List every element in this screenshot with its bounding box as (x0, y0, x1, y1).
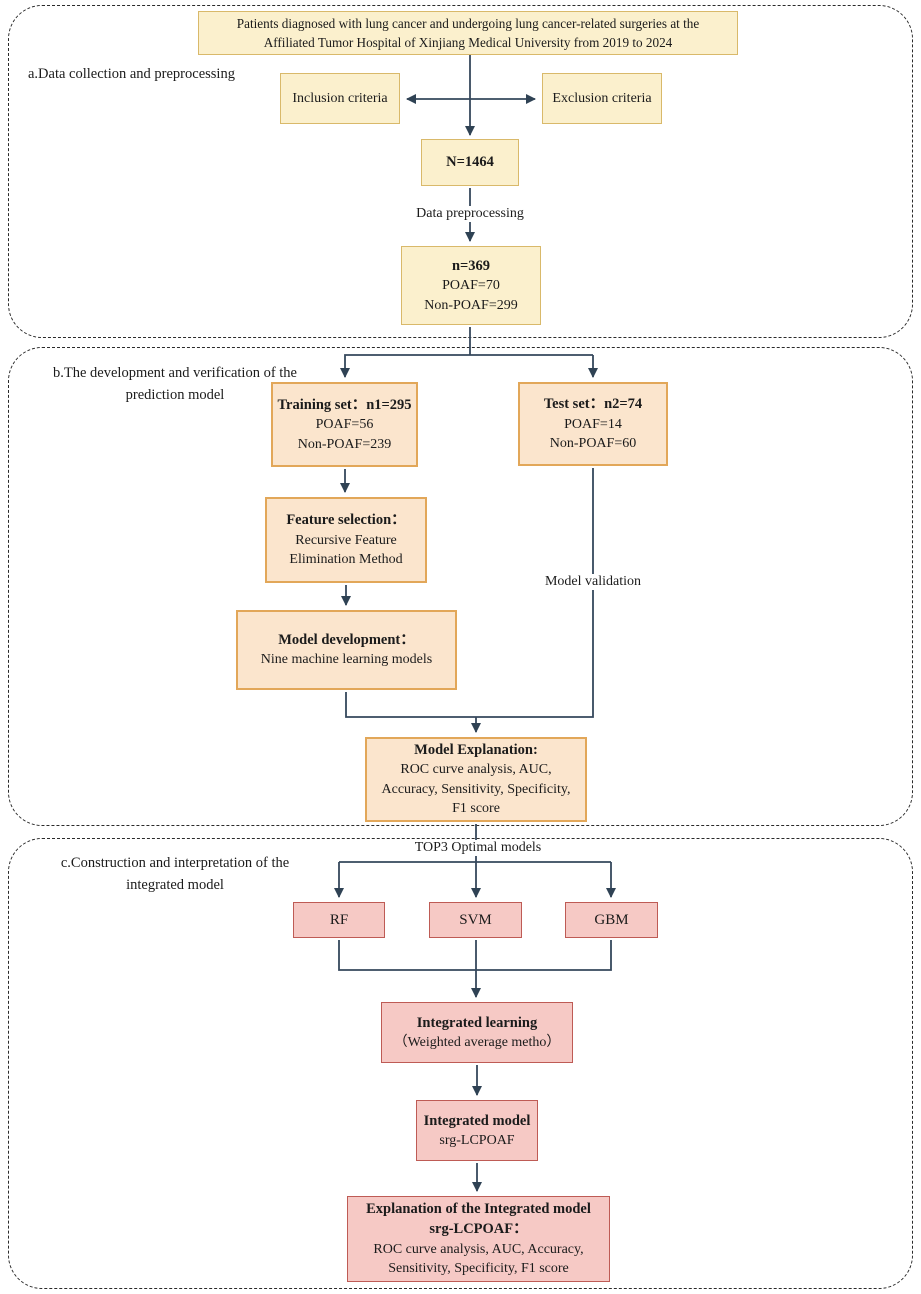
node-feature-title: Feature selection： (286, 512, 406, 529)
node-training-line1: POAF=56 (315, 417, 374, 433)
node-training-set: Training set：n1=295 POAF=56 Non-POAF=239 (271, 382, 418, 467)
edge-merge (345, 468, 594, 718)
node-preprocessed: n=369 POAF=70 Non-POAF=299 (401, 246, 541, 325)
node-model-explanation-body: ROC curve analysis, AUC, Accuracy, Sensi… (381, 762, 571, 817)
section-c-frame (8, 838, 913, 1289)
node-svm: SVM (429, 902, 522, 938)
node-feature-line2: Elimination Method (289, 552, 403, 568)
edge-label-model-validation-text: Model validation (544, 574, 642, 589)
node-integrated-learning: Integrated learning （Weighted average me… (381, 1002, 573, 1063)
node-gbm: GBM (565, 902, 658, 938)
node-gbm-text: GBM (594, 911, 629, 928)
section-b-label: b.The development and verification of th… (30, 363, 320, 407)
section-a-label: a.Data collection and preprocessing (28, 64, 235, 86)
node-cohort: N=1464 (421, 139, 519, 186)
node-model-development: Model development： Nine machine learning… (236, 610, 457, 690)
edge-label-model-validation: Model validation (539, 574, 647, 590)
node-final-explanation: Explanation of the Integrated model srg-… (347, 1196, 610, 1282)
section-b-label-line1: b.The development and verification of th… (53, 365, 297, 381)
node-exclusion-criteria: Exclusion criteria (542, 73, 662, 124)
node-final-title-line2: srg-LCPOAF： (429, 1221, 528, 1238)
node-integrated-model-title: Integrated model (423, 1112, 531, 1129)
node-training-line2: Non-POAF=239 (297, 436, 392, 452)
edge-label-top3: TOP3 Optimal models (409, 840, 547, 856)
node-svm-text: SVM (459, 911, 492, 928)
section-a-frame (8, 5, 913, 338)
section-b-label-line2: prediction model (125, 386, 225, 403)
node-inclusion-criteria: Inclusion criteria (280, 73, 400, 124)
node-integrated-learning-body: （Weighted average metho） (393, 1034, 561, 1050)
node-integrated-model: Integrated model srg-LCPOAF (416, 1100, 538, 1161)
node-model-explanation: Model Explanation: ROC curve analysis, A… (365, 737, 587, 822)
node-test-line1: POAF=14 (564, 416, 622, 432)
node-exclusion-text: Exclusion criteria (552, 90, 652, 106)
node-rf: RF (293, 902, 385, 938)
node-preprocessed-line1: POAF=70 (442, 278, 500, 294)
node-training-title: Training set：n1=295 (277, 396, 412, 413)
node-inclusion-text: Inclusion criteria (292, 90, 388, 106)
node-integrated-model-body: srg-LCPOAF (439, 1132, 515, 1148)
node-development-line1: Nine machine learning models (260, 652, 433, 668)
node-preprocessed-title: n=369 (451, 257, 491, 274)
node-cohort-text: N=1464 (446, 154, 494, 171)
edge-label-data-preprocessing: Data preprocessing (411, 206, 529, 222)
node-model-explanation-title: Model Explanation: (414, 741, 538, 758)
section-c-label-line2: integrated model (126, 876, 224, 893)
node-preprocessed-line2: Non-POAF=299 (424, 297, 518, 313)
node-development-title: Model development： (278, 632, 415, 649)
edge-split-to-training (340, 354, 593, 378)
node-feature-selection: Feature selection： Recursive Feature Eli… (265, 497, 427, 583)
node-rf-text: RF (329, 911, 349, 928)
section-a-label-text: a.Data collection and preprocessing (28, 66, 235, 82)
section-b-frame (8, 347, 913, 826)
node-integrated-learning-title: Integrated learning (416, 1014, 538, 1031)
node-test-title: Test set：n2=74 (543, 396, 643, 413)
section-c-label-line1: c.Construction and interpretation of the (60, 855, 290, 871)
node-source-population: Patients diagnosed with lung cancer and … (198, 11, 738, 55)
edge-models-merge (338, 940, 612, 971)
edge-label-data-preprocessing-text: Data preprocessing (416, 206, 524, 221)
node-source-text: Patients diagnosed with lung cancer and … (236, 15, 700, 50)
node-final-body: ROC curve analysis, AUC, Accuracy, Sensi… (373, 1241, 584, 1277)
node-test-set: Test set：n2=74 POAF=14 Non-POAF=60 (518, 382, 668, 466)
edge-label-top3-text: TOP3 Optimal models (414, 840, 542, 855)
section-c-label: c.Construction and interpretation of the… (30, 853, 320, 897)
node-test-line2: Non-POAF=60 (549, 436, 637, 452)
node-feature-line1: Recursive Feature (295, 532, 397, 548)
node-final-title-line1: Explanation of the Integrated model (366, 1201, 591, 1218)
